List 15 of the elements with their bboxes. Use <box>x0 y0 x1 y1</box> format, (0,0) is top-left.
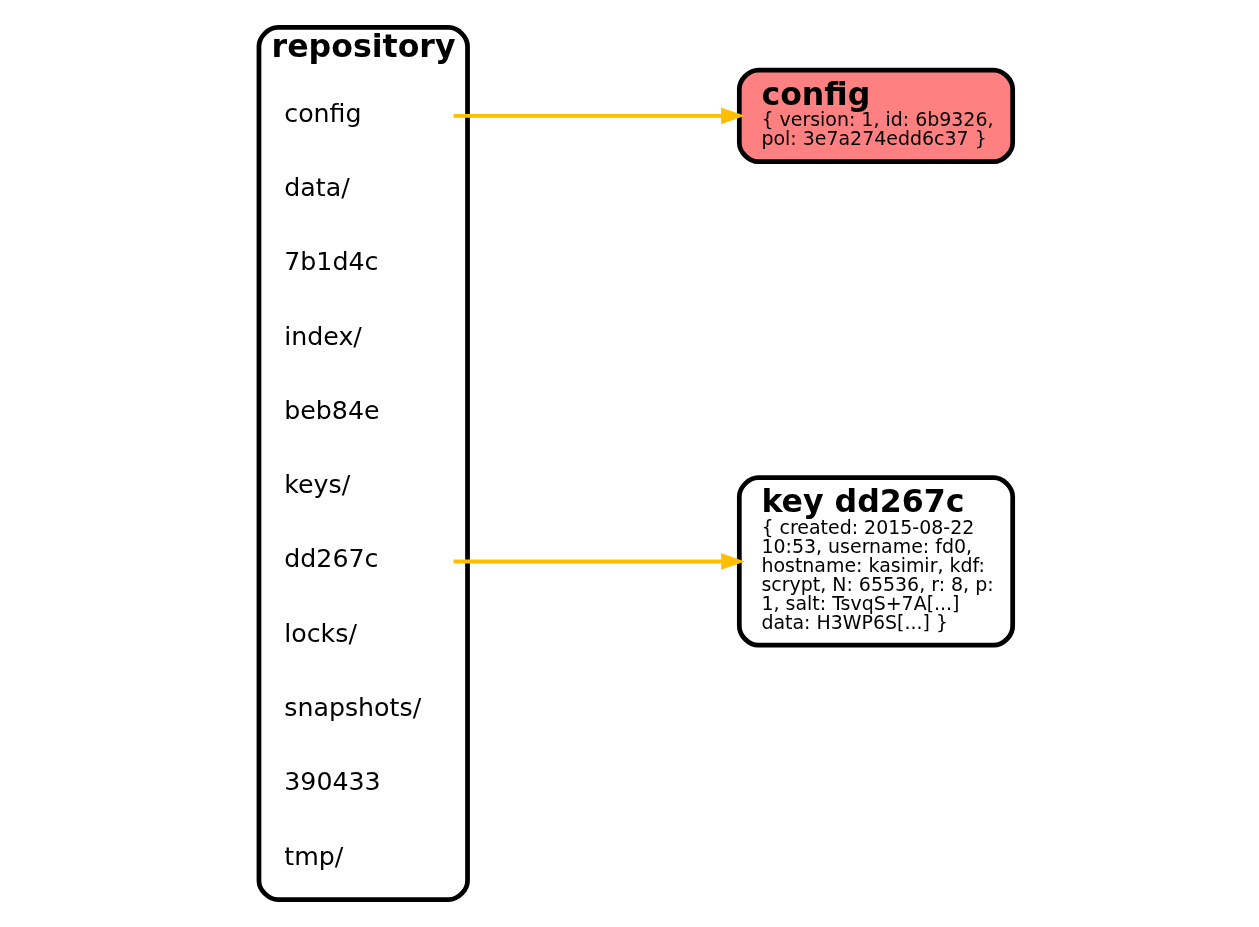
node-text: dd267c <box>284 544 379 574</box>
node-text: 390433 <box>284 767 381 797</box>
node-text: beb84e <box>284 395 380 425</box>
node-text: config <box>284 98 362 128</box>
node-text: data/ <box>284 173 350 203</box>
arrow <box>453 107 745 125</box>
node-text: 7b1d4c <box>284 247 379 277</box>
node-text: snapshots/ <box>284 693 422 722</box>
node-box: key dd267c { created: 2015-08-22 10:53, username: fd0, hostname: kasimir, kdf: scrypt, N: 65536, r: 8, p: 1, salt: TsvqS+7A[...] data: H3WP6S[...] } <box>736 475 1016 648</box>
node-text: locks/ <box>284 618 357 648</box>
arrow <box>453 553 745 570</box>
node-box: config { version: 1, id: 6b9326, pol: 3e7a274edd6c37 } <box>736 67 1016 165</box>
node-text: index/ <box>284 321 362 351</box>
node-text: keys/ <box>284 470 351 500</box>
node-text: tmp/ <box>284 841 344 871</box>
